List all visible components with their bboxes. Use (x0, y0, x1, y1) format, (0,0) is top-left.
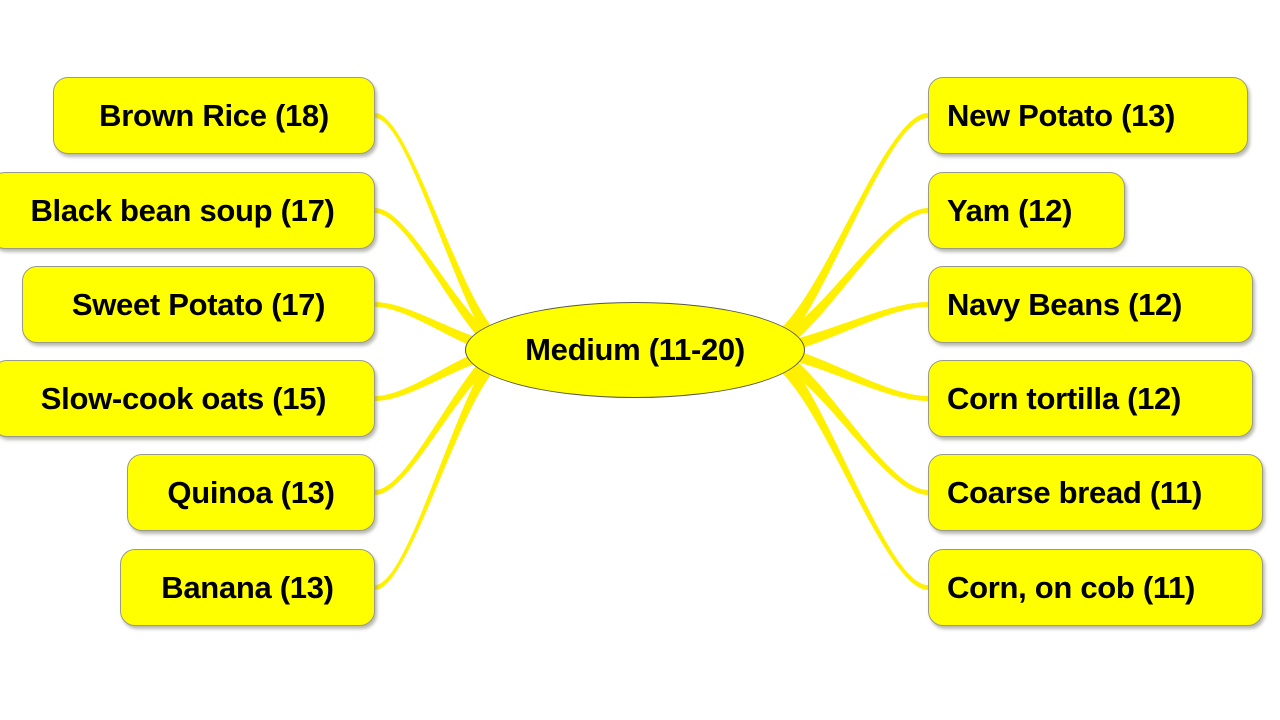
leaf-node-right-4[interactable]: Coarse bread (11) (928, 454, 1263, 531)
leaf-node-label: Slow-cook oats (15) (40, 380, 327, 416)
leaf-node-label: Navy Beans (12) (947, 286, 1183, 322)
branch-right-1 (760, 208, 928, 359)
leaf-node-right-5[interactable]: Corn, on cob (11) (928, 549, 1263, 626)
leaf-node-right-0[interactable]: New Potato (13) (928, 77, 1248, 154)
leaf-node-left-5[interactable]: Banana (13) (120, 549, 375, 626)
leaf-node-label: Sweet Potato (17) (71, 286, 326, 322)
leaf-node-label: Brown Rice (18) (99, 97, 329, 133)
leaf-node-label: Quinoa (13) (167, 474, 335, 510)
leaf-node-label: New Potato (13) (947, 97, 1176, 133)
leaf-node-left-2[interactable]: Sweet Potato (17) (22, 266, 375, 343)
leaf-node-label: Yam (12) (947, 192, 1073, 228)
branch-left-0 (375, 113, 510, 361)
leaf-node-left-4[interactable]: Quinoa (13) (127, 454, 375, 531)
leaf-node-left-0[interactable]: Brown Rice (18) (53, 77, 375, 154)
leaf-node-right-1[interactable]: Yam (12) (928, 172, 1125, 249)
branch-left-1 (375, 208, 510, 359)
leaf-node-label: Corn, on cob (11) (947, 569, 1196, 605)
branch-left-5 (375, 339, 510, 590)
leaf-node-left-1[interactable]: Black bean soup (17) (0, 172, 375, 249)
branch-right-5 (760, 339, 928, 590)
leaf-node-label: Black bean soup (17) (30, 192, 335, 228)
leaf-node-label: Banana (13) (161, 569, 334, 605)
leaf-node-label: Coarse bread (11) (947, 474, 1203, 510)
leaf-node-label: Corn tortilla (12) (947, 380, 1182, 416)
leaf-node-right-2[interactable]: Navy Beans (12) (928, 266, 1253, 343)
leaf-node-right-3[interactable]: Corn tortilla (12) (928, 360, 1253, 437)
branch-right-0 (760, 113, 928, 361)
leaf-node-left-3[interactable]: Slow-cook oats (15) (0, 360, 375, 437)
center-node-medium[interactable]: Medium (11-20) (465, 302, 805, 398)
